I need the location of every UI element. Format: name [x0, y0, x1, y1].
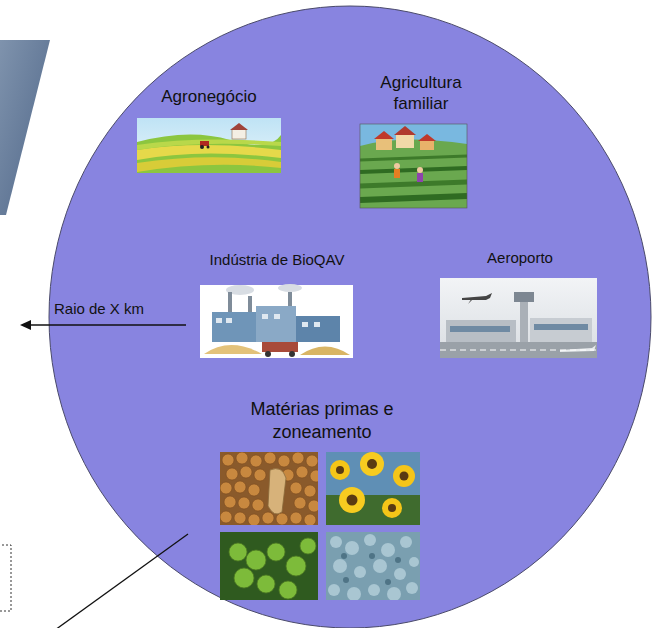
radius-label: Raio de X km — [54, 300, 144, 317]
fruit-picture — [220, 532, 318, 600]
farm-picture — [137, 118, 281, 173]
picture-caption: Agronegócio — [129, 86, 289, 107]
radius-arrow — [20, 320, 186, 330]
picture-caption: Aeroporto — [460, 249, 580, 268]
family-farm-picture — [360, 124, 467, 208]
plant-picture — [326, 532, 420, 601]
leader-line — [55, 534, 188, 628]
sunflower-picture — [326, 452, 420, 525]
picture-caption: Indústria de BioQAV — [177, 251, 377, 270]
dashed-box — [0, 545, 11, 611]
airport-picture — [440, 278, 597, 358]
picture-caption: Agricultura familiar — [361, 72, 481, 115]
circle-shape — [49, 6, 651, 628]
chevron-band — [0, 40, 50, 215]
soy-picture — [220, 452, 322, 526]
picture-caption: Matérias primas e zoneamento — [232, 398, 412, 443]
factory-picture — [200, 284, 353, 358]
